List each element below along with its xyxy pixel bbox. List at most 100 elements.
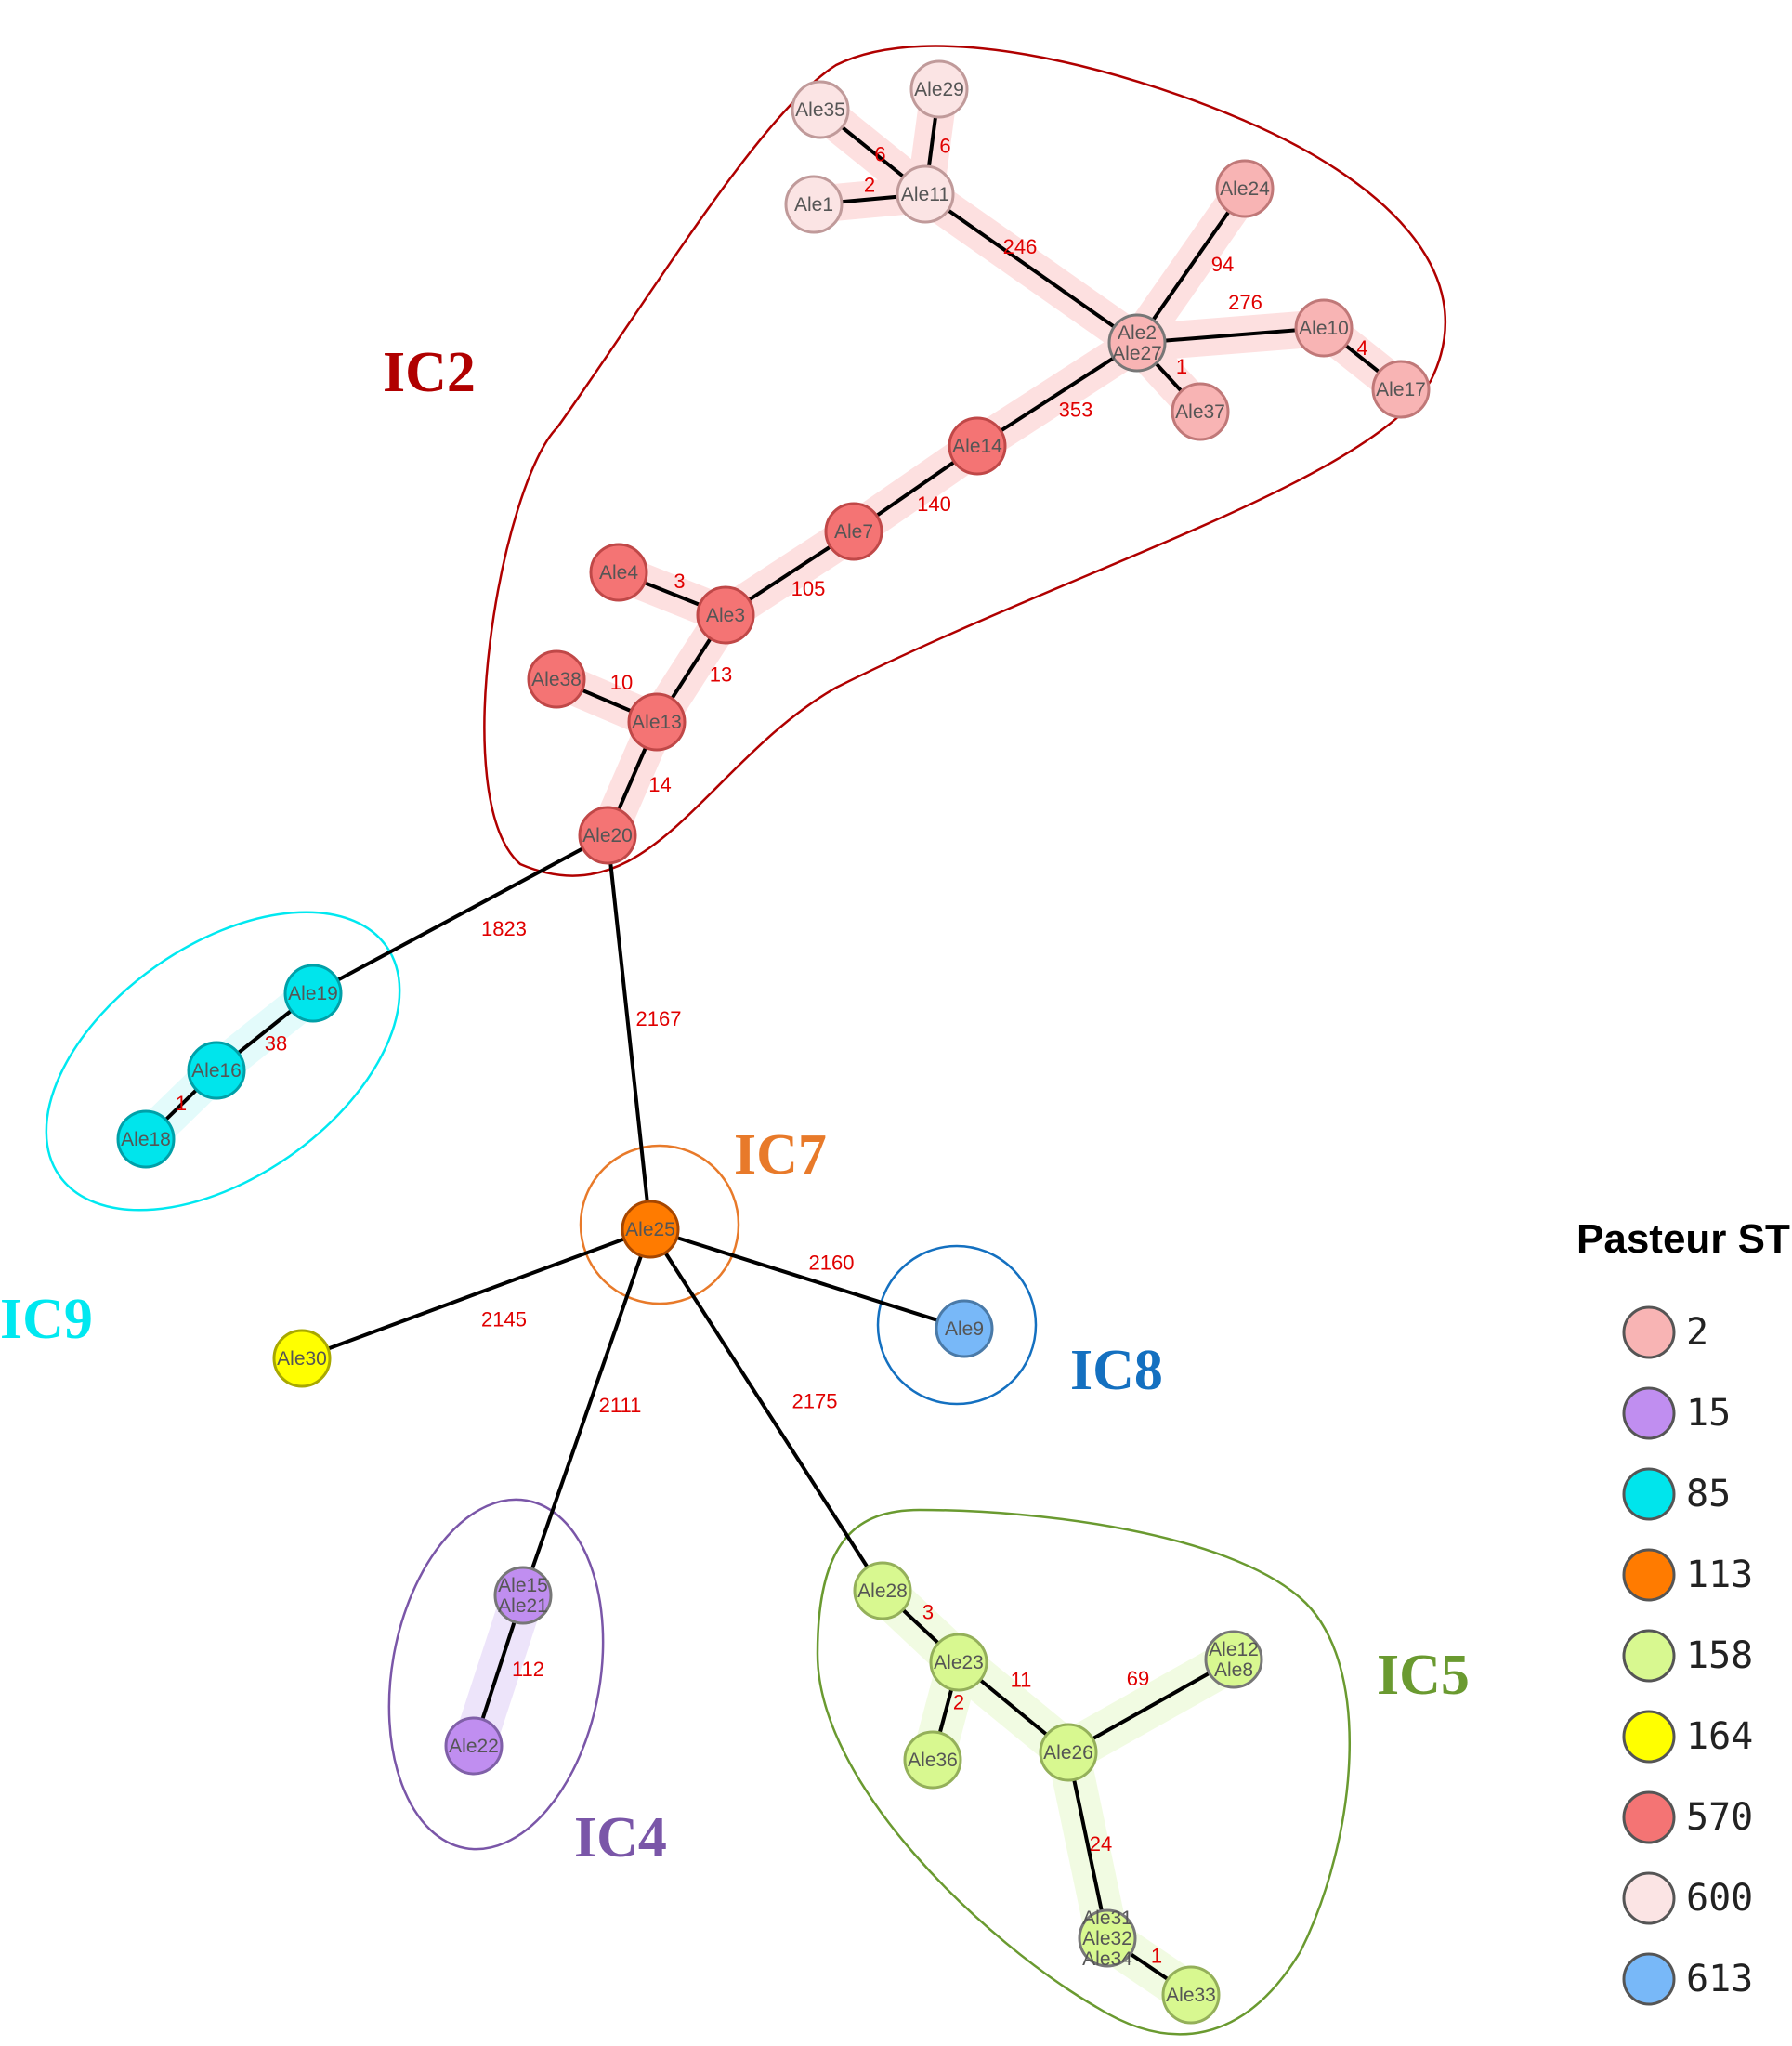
cluster-label-ic8: IC8 [1070,1339,1163,1402]
node-label-ale27: Ale27 [1112,343,1162,364]
node-label-ale1: Ale1 [794,194,833,216]
edge-label-ale2-ale10: 276 [1228,291,1262,314]
legend-swatch-85 [1622,1467,1676,1521]
legend-label-600: 600 [1686,1877,1753,1920]
node-circle-ale37 [1171,382,1230,441]
node-ale9: Ale9 [935,1299,994,1358]
edge-label-ale16-ale18: 1 [176,1092,187,1115]
node-circle-ale31 [1078,1908,1137,1968]
legend-item-158: 158 [1622,1629,1753,1683]
edge-ale20-ale19 [312,833,608,995]
node-ale29: Ale29 [909,59,969,119]
node-label-ale10: Ale10 [1299,318,1349,339]
edge-label-ale23-ale26: 11 [1011,1668,1032,1691]
legend-swatch-158 [1622,1629,1676,1683]
cluster-label-ic7: IC7 [734,1123,827,1187]
legend-item-600: 600 [1622,1871,1753,1925]
legend-item-85: 85 [1622,1467,1731,1521]
legend-item-613: 613 [1622,1952,1753,2006]
legend-swatch-570 [1622,1790,1676,1844]
node-circle-ale38 [527,649,586,709]
node-ale11: Ale11 [896,164,955,224]
node-label-ale21: Ale21 [498,1595,548,1617]
node-ale10: Ale10 [1294,298,1354,358]
node-label-ale8: Ale8 [1214,1659,1253,1681]
edge-label-ale26-ale31: 24 [1090,1832,1112,1856]
node-ale3: Ale3 [696,585,755,645]
node-label-ale20: Ale20 [582,825,633,846]
node-circle-ale9 [935,1299,994,1358]
cluster-label-ic2: IC2 [383,341,476,404]
node-circle-ale15 [493,1566,553,1625]
node-ale17: Ale17 [1371,360,1431,419]
node-ale24: Ale24 [1215,159,1275,218]
node-circle-ale24 [1215,159,1275,218]
legend-label-158: 158 [1686,1634,1753,1677]
node-label-ale36: Ale36 [908,1750,958,1771]
node-ale25: Ale25 [621,1200,680,1259]
legend-label-85: 85 [1686,1473,1731,1515]
legend-label-2: 2 [1686,1311,1708,1354]
edge-ale26-ale31 [1066,1751,1109,1939]
node-label-ale19: Ale19 [288,983,338,1004]
node-circle-ale33 [1161,1965,1221,2025]
edge-ale2-ale10 [1136,326,1325,345]
cluster-outline-ic7 [579,1144,740,1305]
edge-label-ale25-ale9: 2160 [809,1251,855,1274]
cluster-outline-ic5 [816,1508,1351,2036]
cluster-label-ic9: IC9 [0,1288,93,1351]
edge-label-ale28-ale23: 3 [922,1600,934,1623]
highlight-ic5-trunk [861,1569,1212,2016]
node-label-ale22: Ale22 [449,1736,499,1757]
node-label-ale24: Ale24 [1220,178,1270,200]
edge-label-ale4-ale3: 3 [674,570,685,593]
node-label-ale33: Ale33 [1166,1985,1216,2006]
legend-label-113: 113 [1686,1554,1753,1596]
edge-label-ale20-ale25: 2167 [636,1007,682,1030]
node-ale26: Ale26 [1039,1723,1098,1782]
legend-item-15: 15 [1622,1386,1731,1440]
edge-label-ale7-ale3: 105 [791,577,826,600]
node-ale14: Ale14 [948,416,1007,476]
cluster-outline-ic2 [483,45,1447,877]
node-circle-ale4 [589,543,648,602]
legend-item-113: 113 [1622,1548,1753,1602]
edge-ale20-ale25 [606,834,652,1230]
node-label-ale7: Ale7 [834,521,873,543]
node-label-ale31: Ale31 [1082,1908,1132,1929]
cluster-label-ic5: IC5 [1377,1644,1470,1707]
node-ale4: Ale4 [589,543,648,602]
node-circle-ale20 [578,806,637,865]
node-circle-ale14 [948,416,1007,476]
node-label-ale9: Ale9 [945,1318,984,1340]
edge-label-ale25-ale15: 2111 [599,1394,642,1417]
edge-ale26-ale12 [1067,1658,1235,1754]
cluster-label-ic4: IC4 [574,1806,667,1869]
node-label-ale18: Ale18 [121,1129,171,1150]
legend-swatch-600 [1622,1871,1676,1925]
node-label-ale14: Ale14 [952,436,1002,457]
legend-label-164: 164 [1686,1715,1753,1758]
node-circle-ale3 [696,585,755,645]
node-circle-ale36 [903,1730,962,1790]
node-circle-ale29 [909,59,969,119]
node-label-ale17: Ale17 [1376,379,1426,400]
node-ale38: Ale38 [527,649,586,709]
node-circle-ale18 [116,1109,176,1169]
node-circle-ale23 [929,1633,988,1692]
node-circle-ale11 [896,164,955,224]
node-label-ale25: Ale25 [625,1219,675,1240]
edge-label-ale14-ale7: 140 [917,492,951,516]
edge-label-ale23-ale36: 2 [953,1690,964,1713]
edge-ale25-ale15 [521,1228,652,1596]
legend-swatch-113 [1622,1548,1676,1602]
legend-swatch-15 [1622,1386,1676,1440]
edge-label-ale15-ale22: 112 [512,1658,544,1681]
